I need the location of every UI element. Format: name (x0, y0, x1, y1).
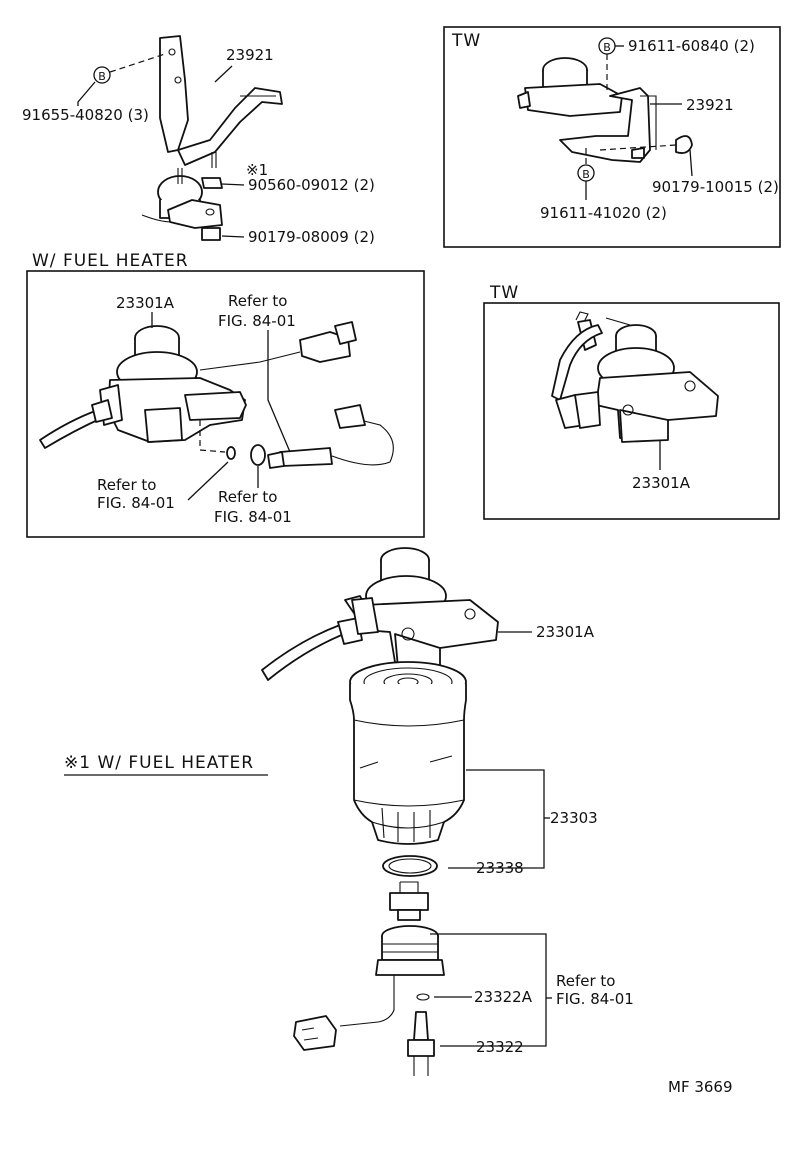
heater-element-drawing (293, 881, 445, 1076)
label-refer-a-line2: FIG. 84-01 (218, 312, 296, 330)
fuel-filter-drawing (349, 661, 467, 845)
tw-box2-title: TW (489, 283, 519, 303)
bracket-assembly-top-left (141, 35, 283, 241)
tw-pump-drawing (551, 311, 719, 443)
label-91655-40820: 91655-40820 (3) (22, 106, 149, 124)
figure-code: MF 3669 (668, 1078, 733, 1096)
label-23301a-heater: 23301A (116, 294, 175, 312)
label-mark-1: ※1 (246, 161, 268, 179)
label-refer-a-line1: Refer to (228, 292, 287, 310)
label-23301a-tw: 23301A (632, 474, 691, 492)
label-23322a: 23322A (474, 988, 533, 1006)
label-90560-09012: 90560-09012 (2) (248, 176, 375, 194)
circle-b-marker-1 (93, 66, 111, 84)
label-refer-d-line2: FIG. 84-01 (556, 990, 634, 1008)
label-23338: 23338 (476, 859, 524, 877)
circle-b-letter: B (98, 70, 106, 83)
label-23921-top: 23921 (226, 46, 274, 64)
heater-pump-drawing (39, 321, 394, 469)
heater-section-title: W/ FUEL HEATER (32, 251, 189, 271)
label-23303: 23303 (550, 809, 598, 827)
label-91611-60840: 91611-60840 (2) (628, 37, 755, 55)
tw-pump-box (483, 302, 780, 520)
label-refer-c-line1: Refer to (218, 488, 277, 506)
fuel-heater-box (26, 270, 425, 538)
label-23322: 23322 (476, 1038, 524, 1056)
label-23921-tw: 23921 (686, 96, 734, 114)
label-90179-08009: 90179-08009 (2) (248, 228, 375, 246)
label-refer-d-line1: Refer to (556, 972, 615, 990)
label-refer-b-line1: Refer to (97, 476, 156, 494)
label-heater-note: ※1 W/ FUEL HEATER (64, 753, 254, 773)
tw-box-title: TW (451, 31, 481, 51)
tw-bracket-drawing (517, 57, 693, 163)
svg-text:B: B (582, 168, 590, 181)
label-91611-41020: 91611-41020 (2) (540, 204, 667, 222)
label-refer-c-line2: FIG. 84-01 (214, 508, 292, 526)
svg-text:B: B (603, 41, 611, 54)
main-pump-drawing (261, 547, 499, 681)
tw-bracket-box (443, 26, 781, 248)
label-90179-10015: 90179-10015 (2) (652, 178, 779, 196)
label-refer-b-line2: FIG. 84-01 (97, 494, 175, 512)
label-23301a-main: 23301A (536, 623, 595, 641)
